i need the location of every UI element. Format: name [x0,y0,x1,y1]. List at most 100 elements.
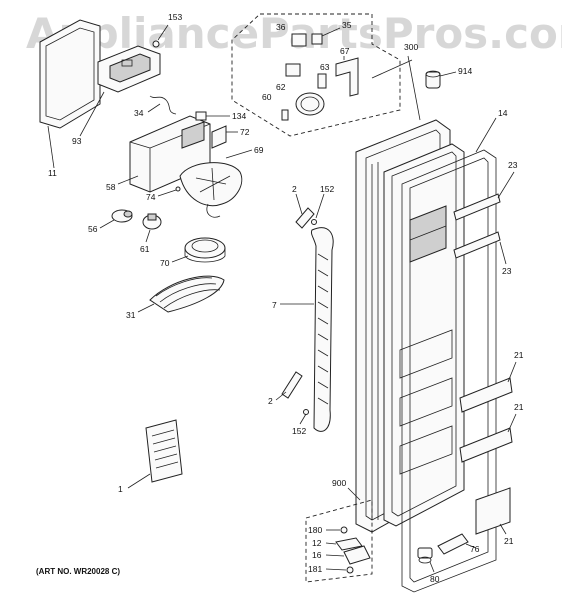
leader-21b [507,413,517,433]
leader-14 [475,117,497,153]
part-76-tube [437,533,469,555]
label-61: 61 [140,244,150,254]
part-21-bin-1 [459,377,513,413]
leader-152a [315,193,325,219]
label-12: 12 [312,538,322,548]
inset-box-bottom [305,499,373,583]
part-34-harness [149,95,177,115]
label-900: 900 [332,478,346,488]
label-34: 34 [134,108,144,118]
label-914: 914 [458,66,472,76]
part-74 [175,186,181,192]
part-69-fan [179,162,243,218]
part-134 [195,111,207,121]
label-181: 181 [308,564,322,574]
part-914-cap [425,70,441,89]
label-23-lower: 23 [502,266,512,276]
inset-box-top [231,13,401,137]
leader-61 [145,229,151,243]
part-67-bracket [335,57,359,97]
label-21-b: 21 [514,402,524,412]
leader-181 [325,568,347,571]
label-58: 58 [106,182,116,192]
part-181-screw [346,566,354,574]
part-36-clip [291,33,307,47]
label-152-upper: 152 [320,184,334,194]
part-72 [211,125,227,149]
part-180-screw [340,526,348,534]
leader-900 [347,487,361,501]
part-80-fitting [417,547,433,564]
label-23-upper: 23 [508,160,518,170]
label-153: 153 [168,12,182,22]
part-2-cap-upper [295,207,315,229]
part-152-screw-upper [311,219,317,225]
part-21-bin-2 [459,427,513,463]
label-300: 300 [404,42,418,52]
leader-16 [325,554,345,557]
label-21-a: 21 [514,350,524,360]
label-11: 11 [48,168,57,178]
part-21-bin-3 [475,487,511,535]
leader-69 [225,149,253,159]
leader-35 [321,27,341,37]
part-12 [335,537,363,551]
label-35: 35 [342,20,352,30]
label-63: 63 [320,62,330,72]
label-70: 70 [160,258,170,268]
label-60: 60 [262,92,272,102]
leader-34 [147,103,161,113]
part-7-handle [311,227,334,432]
part-36b [285,63,301,77]
label-152-lower: 152 [292,426,306,436]
label-2-lower: 2 [268,396,273,406]
part-153-screw [152,40,160,48]
leader-1 [127,473,151,489]
label-1: 1 [118,484,123,494]
leader-11 [47,125,55,169]
leader-914 [439,71,457,77]
leader-74 [157,189,177,197]
label-56: 56 [88,224,98,234]
label-80: 80 [430,574,440,584]
label-7: 7 [272,300,277,310]
label-21-c: 21 [504,536,514,546]
label-93: 93 [72,136,82,146]
leader-300b [407,55,421,121]
label-72: 72 [240,127,250,137]
leader-2a [295,193,303,215]
part-35 [311,33,323,45]
leader-23b [499,241,507,265]
part-1-manual [145,419,183,483]
part-16-hinge [343,545,371,565]
label-69: 69 [254,145,264,155]
leader-12 [325,542,337,545]
part-56-gear [111,209,133,223]
part-70-ring [184,237,226,263]
part-63 [317,73,327,89]
label-31: 31 [126,310,136,320]
leader-153 [157,24,169,41]
label-14: 14 [498,108,508,118]
leader-300a [371,59,413,79]
leader-152b [299,413,307,425]
part-14-gasket [401,149,497,593]
label-134: 134 [232,111,246,121]
label-67: 67 [340,46,350,56]
leader-21a [507,361,517,383]
leader-23a [497,171,515,199]
leader-21c [499,523,507,535]
leader-56 [99,219,115,229]
label-74: 74 [146,192,156,202]
part-62-light [295,92,325,116]
label-2-upper: 2 [292,184,297,194]
part-23-shelf-upper [453,193,501,221]
leader-70 [171,255,189,263]
leader-93 [79,91,105,137]
part-93-control-board [97,45,161,93]
part-152-screw-lower [303,409,309,415]
leader-31 [137,303,155,313]
label-62: 62 [276,82,286,92]
art-number: (ART NO. WR20028 C) [36,567,120,576]
